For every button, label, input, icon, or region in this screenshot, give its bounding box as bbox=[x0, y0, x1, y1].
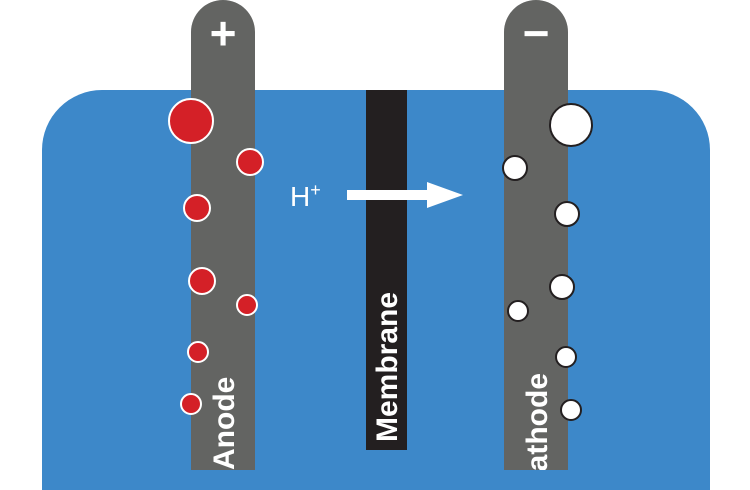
anode-electrode: + Anode bbox=[191, 0, 255, 470]
cathode-bubble bbox=[549, 274, 575, 300]
anode-bubble bbox=[236, 148, 264, 176]
anode-label: Anode bbox=[208, 376, 241, 470]
cathode-bubble bbox=[555, 346, 577, 368]
cathode-bubble bbox=[507, 300, 529, 322]
cathode-bubble bbox=[549, 103, 593, 147]
membrane: Membrane bbox=[366, 90, 407, 450]
positive-sign: + bbox=[209, 7, 237, 59]
cathode-electrode: − Cathode bbox=[504, 0, 568, 470]
anode-bubble bbox=[168, 98, 214, 144]
ion-symbol: H bbox=[290, 181, 311, 212]
anode-bubble bbox=[188, 267, 216, 295]
cathode-label: Cathode bbox=[521, 373, 554, 470]
hydrogen-ion-label: H+ bbox=[290, 180, 321, 213]
cathode-bubble bbox=[554, 201, 580, 227]
arrow-right-icon bbox=[347, 182, 463, 208]
anode-bubble bbox=[236, 294, 258, 316]
cathode-bubble bbox=[560, 399, 582, 421]
anode-bubble bbox=[183, 194, 211, 222]
membrane-label: Membrane bbox=[371, 291, 404, 442]
anode-bubble bbox=[187, 341, 209, 363]
cathode-bubble bbox=[502, 155, 528, 181]
ion-charge: + bbox=[310, 180, 321, 200]
anode-bubble bbox=[180, 393, 202, 415]
negative-sign: − bbox=[522, 7, 550, 59]
